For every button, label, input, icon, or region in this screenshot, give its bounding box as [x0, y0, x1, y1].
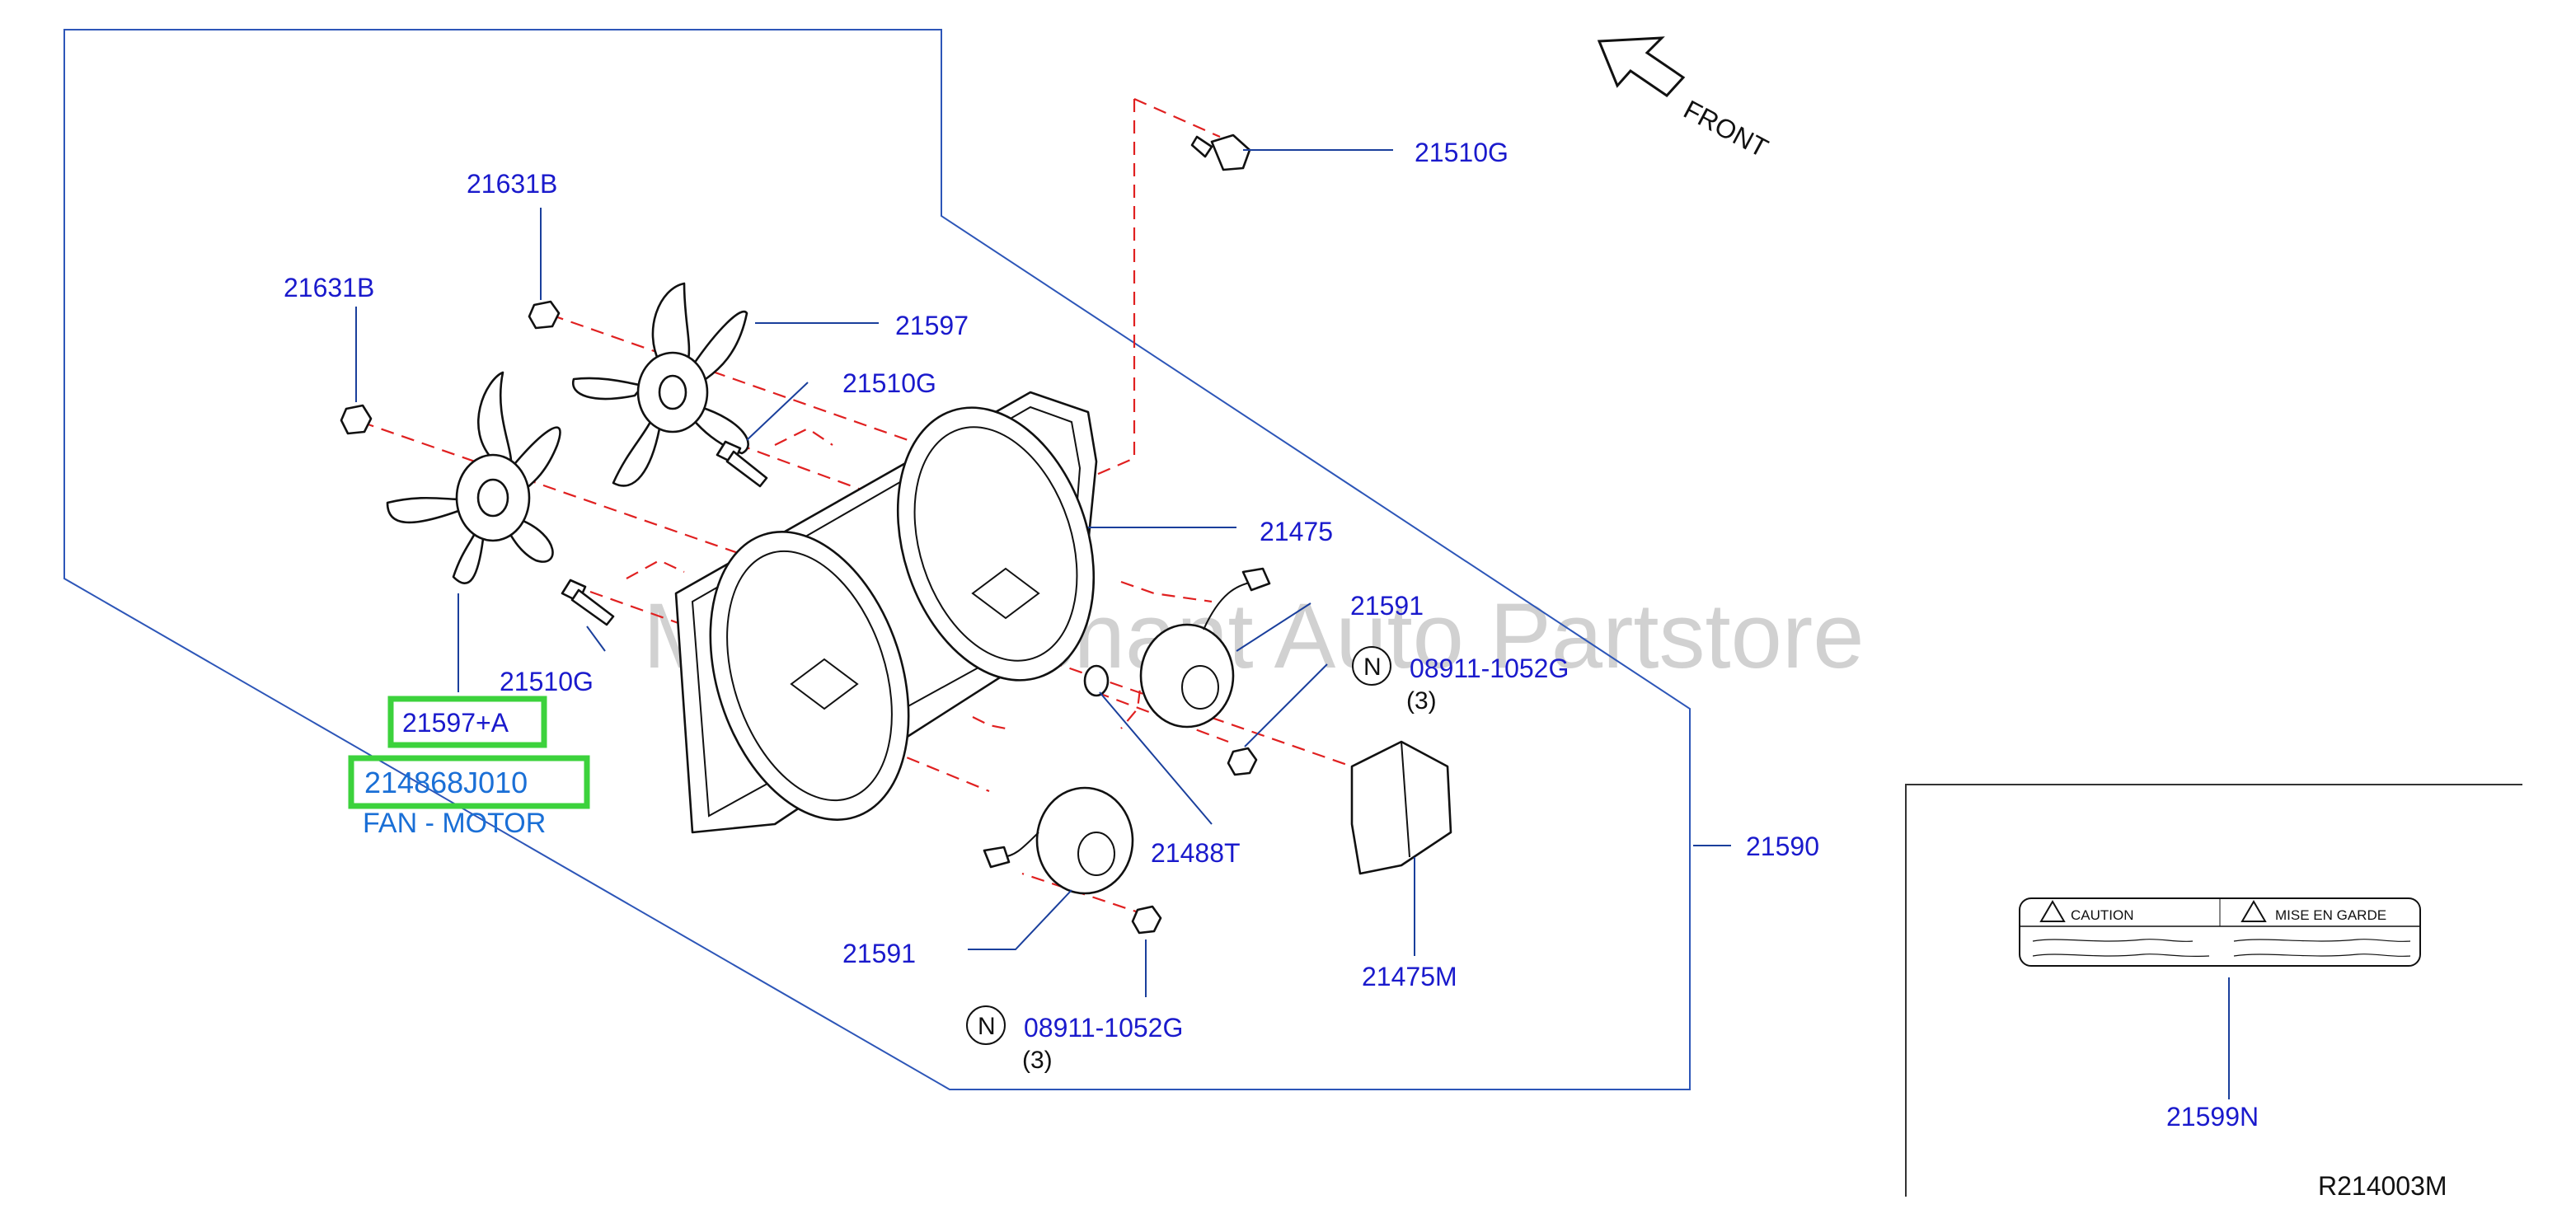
assembly-boundary: [63, 29, 1691, 1090]
part-label-nut-n-lower[interactable]: 08911-1052G: [1024, 1013, 1183, 1043]
bolt-top-icon: [1190, 134, 1251, 171]
part-label-bolt-mid[interactable]: 21510G: [842, 368, 936, 398]
leader-lines: [355, 149, 1731, 997]
fan-blade-upper: [571, 282, 749, 487]
part-label-resistor[interactable]: 21475M: [1362, 962, 1457, 991]
highlight-box-motor: [348, 755, 590, 809]
n-symbol-upper: N: [1352, 646, 1391, 686]
front-arrow-icon: [1597, 36, 1686, 97]
part-label-bolt-top[interactable]: 21510G: [1415, 138, 1509, 167]
part-label-nut-left[interactable]: 21631B: [284, 273, 374, 302]
nut-left-icon: [340, 404, 373, 435]
motor-upper: [1139, 567, 1271, 729]
part-label-bolt-lower[interactable]: 21510G: [500, 667, 594, 696]
caution-right-title: MISE EN GARDE: [2275, 907, 2386, 923]
svg-text:N: N: [978, 1013, 996, 1040]
resistor: [1350, 740, 1452, 875]
motor-lower: [983, 786, 1134, 895]
nut-upper-icon: [528, 300, 561, 330]
part-label-caution[interactable]: 21599N: [2166, 1102, 2259, 1132]
washer-icon: [1083, 664, 1110, 697]
nut-n-upper-icon: [1227, 747, 1258, 776]
caution-section-border: [1905, 784, 2522, 1197]
warning-triangle-icon: [2241, 900, 2267, 922]
caution-plate: CAUTION MISE EN GARDE: [2019, 897, 2421, 967]
part-label-motor-lower[interactable]: 21591: [842, 939, 916, 968]
part-label-washer[interactable]: 21488T: [1151, 838, 1241, 868]
warning-triangle-icon: [2039, 900, 2066, 922]
part-label-motor-upper[interactable]: 21591: [1350, 591, 1424, 621]
qty-upper: (3): [1406, 687, 1437, 715]
fan-blade-lower: [386, 371, 561, 584]
bolt-lower-icon: [561, 579, 615, 626]
fan-shroud: [674, 391, 1098, 834]
caution-left-title: CAUTION: [2071, 907, 2134, 923]
part-label-nut-n-upper[interactable]: 08911-1052G: [1410, 654, 1569, 683]
bolt-mid-icon: [716, 440, 768, 488]
qty-lower: (3): [1022, 1047, 1053, 1074]
part-label-nut-upper[interactable]: 21631B: [467, 169, 557, 199]
n-symbol-lower: N: [966, 1005, 1006, 1045]
part-label-assembly[interactable]: 21590: [1746, 832, 1819, 861]
highlight-box-fan: [387, 696, 547, 748]
nut-n-lower-icon: [1131, 905, 1162, 935]
diagram-ref: R214003M: [2318, 1171, 2447, 1201]
part-label-shroud[interactable]: 21475: [1260, 517, 1333, 546]
highlight-part-motor[interactable]: 214868J010: [364, 766, 528, 799]
svg-text:N: N: [1363, 654, 1382, 681]
highlight-motor-desc: FAN - MOTOR: [363, 808, 546, 839]
highlight-part-fan[interactable]: 21597+A: [402, 708, 509, 738]
part-label-fan-blade-upper[interactable]: 21597: [895, 311, 969, 340]
front-label: FRONT: [1679, 94, 1773, 163]
